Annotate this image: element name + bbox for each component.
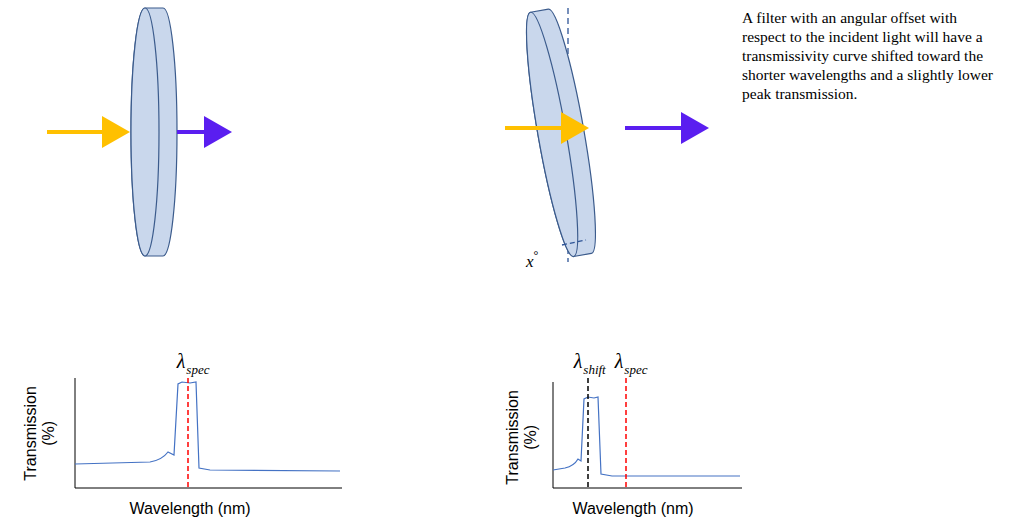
wavelength-symbol: λ [574, 350, 583, 373]
transmitted-light-arrow [177, 130, 228, 134]
incident-light-arrow [47, 130, 126, 134]
wavelength-subscript: spec [186, 363, 209, 378]
plot-axes [553, 382, 742, 488]
incident-light-arrow [505, 126, 585, 130]
transmission-curve [553, 397, 740, 476]
angle-symbol: x [526, 252, 534, 272]
wavelength-symbol: λ [177, 350, 186, 373]
angle-line [562, 240, 586, 245]
filter-disk [517, 7, 605, 259]
filter-disk [131, 8, 177, 256]
axis-title: Transmission (%) [22, 378, 59, 488]
wavelength-subscript: shift [583, 363, 605, 378]
wavelength-subscript: spec [624, 363, 647, 378]
plot-axes [75, 378, 342, 488]
transmitted-light-arrow [625, 126, 705, 130]
transmission-curve [75, 382, 340, 471]
shift-wavelength-line [587, 378, 589, 488]
spec-wavelength-line [625, 378, 627, 488]
axis-title: Wavelength (nm) [572, 500, 693, 518]
axis-title: Wavelength (nm) [129, 500, 250, 518]
degree-symbol: ° [534, 249, 539, 263]
axis-title: Transmission (%) [504, 382, 541, 492]
note-text: A filter with an angular offset with res… [742, 8, 1004, 103]
wavelength-symbol: λ [615, 350, 624, 373]
spec-wavelength-line [187, 378, 189, 488]
